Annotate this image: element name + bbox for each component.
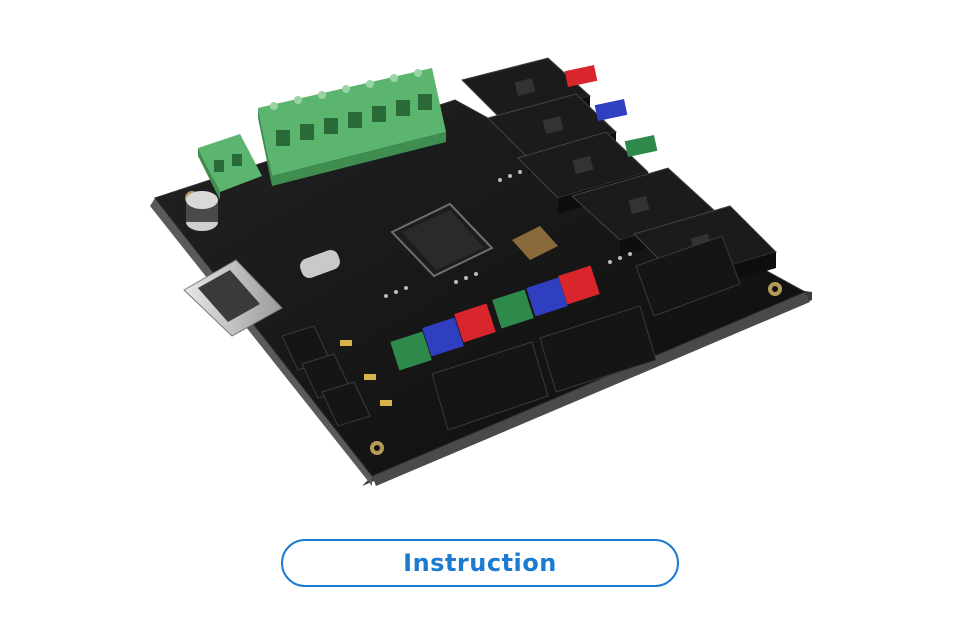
capacitor <box>186 191 218 231</box>
endstop-connectors <box>390 265 600 371</box>
instruction-badge: Instruction <box>281 539 679 587</box>
mcu-chip <box>390 202 494 278</box>
idc-headers <box>431 235 741 431</box>
usb-connector <box>183 259 283 337</box>
power-terminal <box>198 134 262 200</box>
instruction-label: Instruction <box>403 549 557 577</box>
product-photo <box>150 57 812 486</box>
terminal-block <box>258 68 446 186</box>
